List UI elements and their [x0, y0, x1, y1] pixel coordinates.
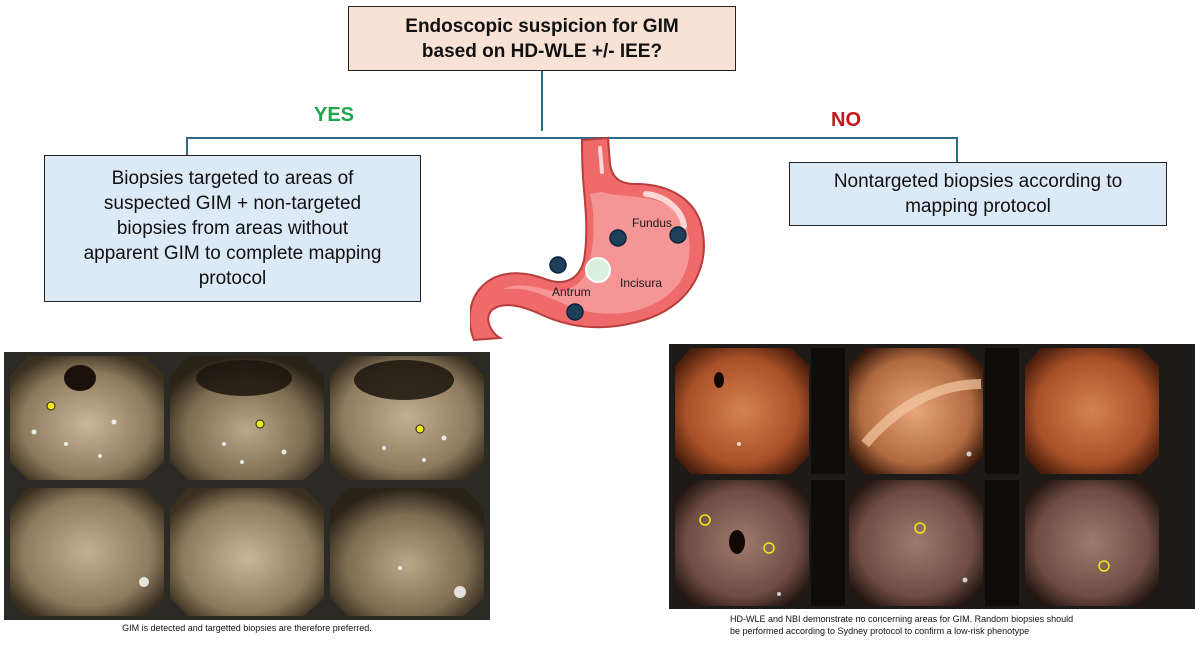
incisura-marker	[586, 258, 610, 282]
metadata-strip	[985, 348, 1019, 474]
left-caption: GIM is detected and targetted biopsies a…	[4, 622, 490, 634]
lumen-opening	[714, 372, 724, 388]
endoscopy-image-5	[170, 488, 324, 616]
yes-outcome-box: Biopsies targeted to areas of suspected …	[44, 155, 421, 302]
yes-outcome-line-5: protocol	[53, 266, 412, 291]
biopsy-site-dot	[610, 230, 626, 246]
incisura-label: Incisura	[620, 276, 662, 290]
connector-vertical-top	[541, 71, 543, 131]
yes-outcome-line-1: Biopsies targeted to areas of	[53, 166, 412, 191]
connector-right-drop	[956, 137, 958, 162]
fundus-label: Fundus	[632, 216, 672, 230]
yes-outcome-line-4: apparent GIM to complete mapping	[53, 241, 412, 266]
gim-endoscopy-images	[4, 352, 490, 620]
target-circle	[416, 425, 424, 433]
no-outcome-box: Nontargeted biopsies according to mappin…	[789, 162, 1167, 226]
right-caption-line-2: be performed according to Sydney protoco…	[730, 625, 1170, 637]
stomach-highlight-small	[600, 148, 602, 172]
metadata-strip	[985, 480, 1019, 606]
biopsy-site-dot	[550, 257, 566, 273]
biopsy-site-dot	[670, 227, 686, 243]
endoscopy-image-8	[849, 348, 983, 474]
stomach-illustration: Fundus Incisura Antrum	[470, 134, 722, 344]
right-caption-line-1: HD-WLE and NBI demonstrate no concerning…	[730, 613, 1170, 625]
metadata-strip	[811, 480, 845, 606]
yes-outcome-line-3: biopsies from areas without	[53, 216, 412, 241]
lumen-opening	[729, 530, 745, 554]
biopsy-site-dot	[567, 304, 583, 320]
right-caption: HD-WLE and NBI demonstrate no concerning…	[730, 613, 1170, 637]
antrum-label: Antrum	[552, 285, 591, 299]
lumen-dark	[196, 360, 292, 396]
normal-endoscopy-images	[669, 344, 1195, 609]
endoscopy-image-4	[10, 488, 164, 616]
endoscopy-image-7	[675, 348, 809, 474]
gim-endoscopy-grid	[4, 352, 490, 620]
metadata-strip	[811, 348, 845, 474]
yes-label: YES	[314, 104, 354, 127]
endoscopy-image-12	[1025, 480, 1159, 606]
lumen-dark	[354, 360, 454, 400]
no-label: NO	[831, 109, 861, 132]
question-line-2: based on HD-WLE +/- IEE?	[349, 39, 735, 64]
target-circle	[47, 402, 55, 410]
endoscopy-image-11	[849, 480, 983, 606]
question-box: Endoscopic suspicion for GIM based on HD…	[348, 6, 736, 71]
question-line-1: Endoscopic suspicion for GIM	[349, 14, 735, 39]
endoscopy-image-9	[1025, 348, 1159, 474]
lumen-opening	[64, 365, 96, 391]
yes-outcome-line-2: suspected GIM + non-targeted	[53, 191, 412, 216]
target-circle	[256, 420, 264, 428]
no-outcome-line-2: mapping protocol	[790, 194, 1166, 219]
connector-left-drop	[186, 137, 188, 155]
no-outcome-line-1: Nontargeted biopsies according to	[790, 169, 1166, 194]
normal-endoscopy-grid	[669, 344, 1195, 609]
